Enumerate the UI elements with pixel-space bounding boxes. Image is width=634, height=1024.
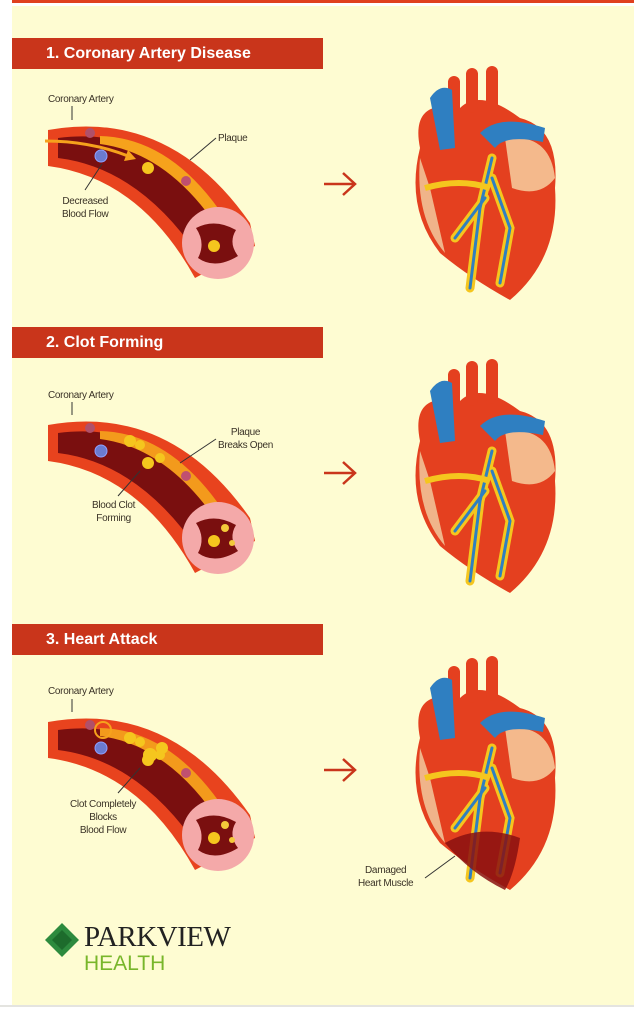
blood-cell bbox=[85, 423, 95, 433]
blood-cell bbox=[94, 741, 108, 755]
heart-illustration bbox=[415, 656, 556, 890]
top-border bbox=[12, 0, 634, 3]
leader-lines bbox=[71, 402, 217, 497]
label-line: Blocks bbox=[89, 812, 117, 823]
section-illustration bbox=[48, 656, 556, 890]
logo-diamond-icon bbox=[45, 923, 79, 957]
label-line: Blood Clot bbox=[92, 500, 136, 511]
blood-cell bbox=[85, 128, 95, 138]
leader-lines bbox=[71, 699, 141, 794]
bottom-border bbox=[0, 1005, 634, 1007]
label-coronary-artery: Coronary Artery bbox=[48, 390, 114, 401]
label-line: Forming bbox=[96, 513, 131, 524]
top-spacer bbox=[0, 6, 634, 38]
label-line: Clot Completely bbox=[70, 799, 137, 810]
label-line: Blood Flow bbox=[62, 209, 109, 220]
blood-cell bbox=[208, 240, 220, 252]
blood-cell bbox=[208, 832, 220, 844]
arrow-right-icon bbox=[324, 172, 357, 196]
parkview-health-logo: PARKVIEW HEALTH bbox=[0, 920, 634, 1005]
label-line: Breaks Open bbox=[218, 440, 274, 451]
blood-cell bbox=[85, 720, 95, 730]
label-coronary-artery: Coronary Artery bbox=[48, 686, 114, 697]
blood-cell bbox=[208, 535, 220, 547]
heart-illustration bbox=[415, 359, 556, 593]
logo-name: PARKVIEW bbox=[84, 921, 231, 953]
damaged-muscle-area bbox=[445, 831, 520, 890]
label-coronary-artery: Coronary Artery bbox=[48, 94, 114, 105]
label-line: Plaque bbox=[230, 427, 261, 438]
section-header: 2. Clot Forming bbox=[12, 327, 323, 358]
label-line: Blood Flow bbox=[79, 825, 127, 836]
blood-cell bbox=[94, 444, 108, 458]
section-header: 1. Coronary Artery Disease bbox=[12, 38, 323, 69]
blocked-flow-icon bbox=[94, 721, 112, 739]
flow-arrow bbox=[44, 139, 129, 158]
section-coronary-artery-disease: 1. Coronary Artery Disease Coronary Arte… bbox=[0, 38, 634, 327]
label-line: Heart Muscle bbox=[358, 878, 414, 889]
section-illustration bbox=[44, 66, 556, 300]
label-line: Decreased bbox=[62, 196, 109, 207]
section-illustration bbox=[48, 359, 556, 593]
infographic-background: 1. Coronary Artery Disease Coronary Arte… bbox=[0, 6, 634, 1005]
blood-cell bbox=[94, 149, 108, 163]
section-heart-attack: 3. Heart Attack Coronary Artery Clot Com… bbox=[0, 624, 634, 920]
blood-cell bbox=[181, 471, 191, 481]
blood-cell bbox=[181, 176, 191, 186]
plaque-fragments bbox=[124, 732, 165, 760]
heart-illustration bbox=[415, 66, 556, 300]
label-plaque: Plaque bbox=[218, 133, 248, 144]
arrow-right-icon bbox=[324, 758, 357, 782]
clot bbox=[143, 742, 168, 762]
arrow-right-icon bbox=[324, 461, 357, 485]
logo-sub: HEALTH bbox=[84, 952, 166, 975]
plaque-fragments bbox=[124, 435, 165, 463]
blood-cell bbox=[142, 162, 154, 174]
section-header: 3. Heart Attack bbox=[12, 624, 323, 655]
blood-cell bbox=[142, 457, 154, 469]
label-line: Damaged bbox=[365, 865, 407, 876]
leader-lines bbox=[71, 106, 217, 191]
leader-line bbox=[424, 855, 456, 879]
blood-cell bbox=[181, 768, 191, 778]
